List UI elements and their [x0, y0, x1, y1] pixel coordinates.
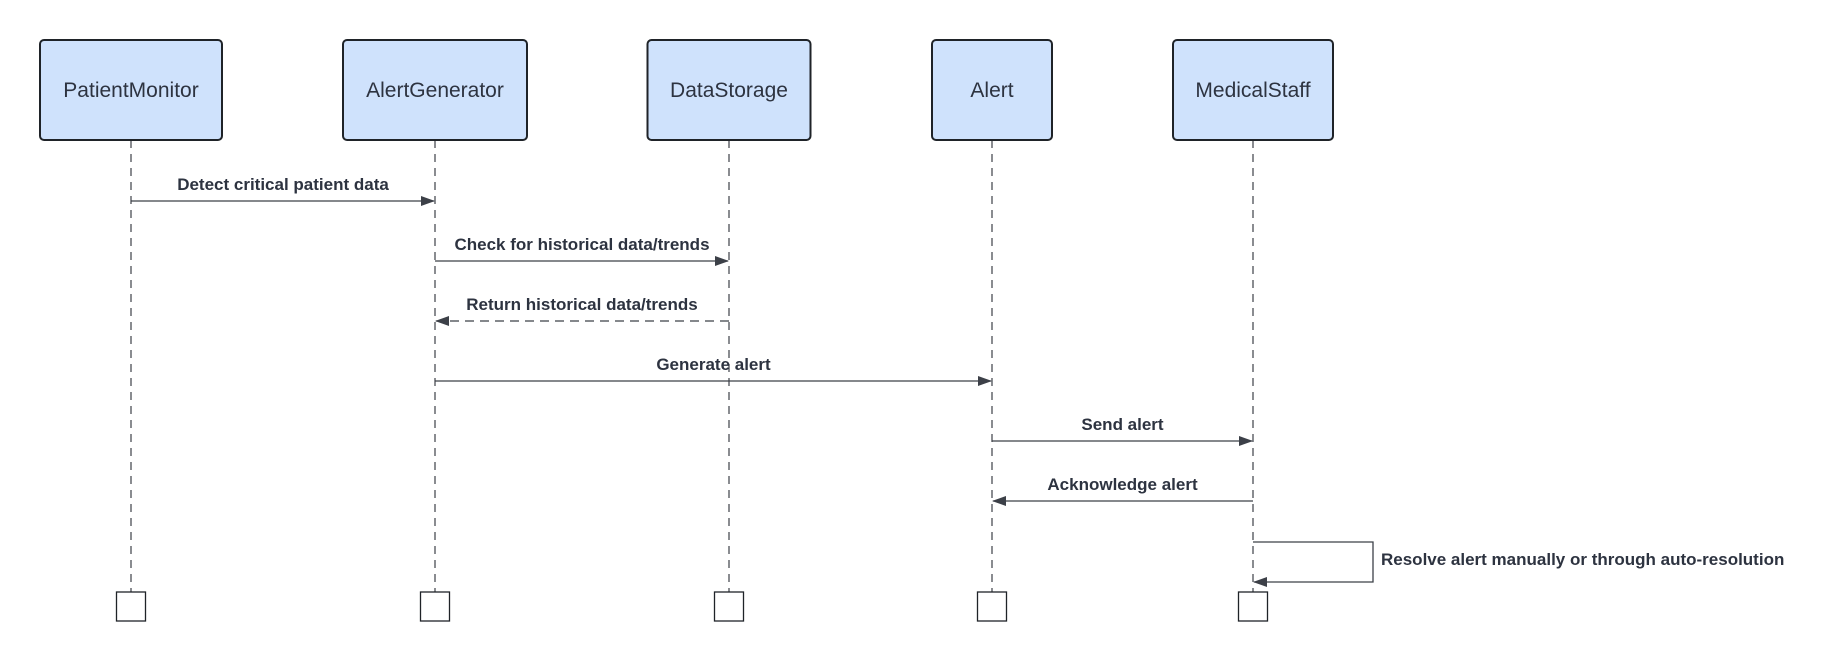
actor-alert-generator: AlertGenerator	[342, 39, 528, 141]
actor-label: PatientMonitor	[63, 79, 198, 102]
actor-footer-patient-monitor	[115, 591, 147, 622]
actor-box	[646, 39, 812, 141]
actor-label: DataStorage	[670, 79, 788, 102]
actor-label: MedicalStaff	[1195, 79, 1310, 102]
actor-footer-data-storage	[713, 591, 745, 622]
actor-box	[39, 39, 223, 141]
actor-box	[1172, 39, 1334, 141]
actor-box	[931, 39, 1053, 141]
lifelines-layer	[130, 140, 1254, 592]
message-label: Detect critical patient data	[177, 175, 389, 194]
message-6: Acknowledge alert	[992, 475, 1253, 506]
actor-footer-alert-generator	[419, 591, 451, 622]
message-label: Resolve alert manually or through auto-r…	[1381, 550, 1784, 569]
message-label: Return historical data/trends	[466, 295, 697, 314]
message-5: Send alert	[992, 415, 1253, 446]
message-label: Send alert	[1081, 415, 1164, 434]
message-1: Detect critical patient data	[131, 175, 435, 206]
message-label: Check for historical data/trends	[454, 235, 709, 254]
message-2: Check for historical data/trends	[435, 235, 729, 266]
message-label: Acknowledge alert	[1047, 475, 1198, 494]
message-3: Return historical data/trends	[435, 295, 729, 326]
actor-patient-monitor: PatientMonitor	[39, 39, 223, 141]
message-7: Resolve alert manually or through auto-r…	[1253, 541, 1784, 587]
message-arrow	[1253, 541, 1374, 587]
actor-data-storage: DataStorage	[646, 39, 812, 141]
actor-footer-alert	[976, 591, 1008, 622]
actor-label: Alert	[970, 79, 1013, 102]
actor-medical-staff: MedicalStaff	[1172, 39, 1334, 141]
message-label: Generate alert	[656, 355, 771, 374]
actor-footer-medical-staff	[1237, 591, 1269, 622]
actor-alert: Alert	[931, 39, 1053, 141]
actor-label: AlertGenerator	[366, 79, 504, 102]
message-4: Generate alert	[435, 355, 992, 386]
actor-box	[342, 39, 528, 141]
